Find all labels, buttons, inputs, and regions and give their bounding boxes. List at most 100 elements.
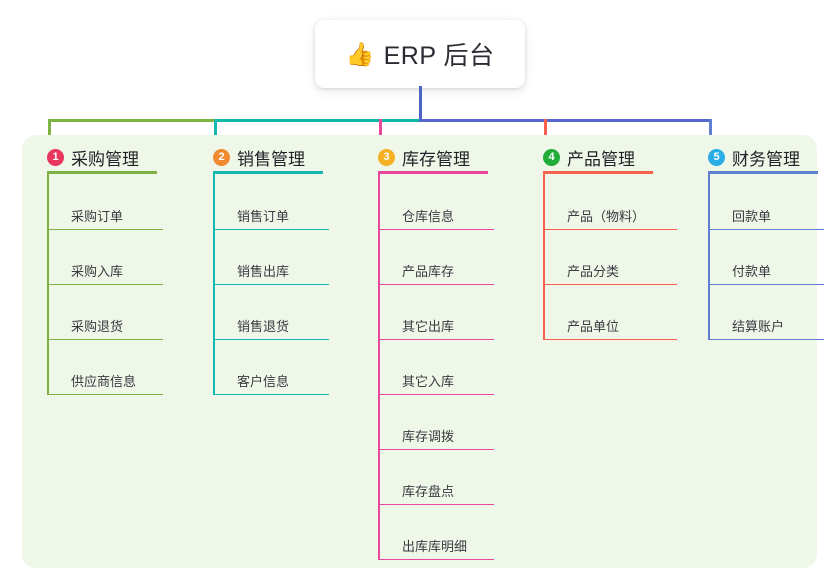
branch-header-2[interactable]: 2 销售管理 [213, 145, 305, 170]
leaf-rule [378, 503, 494, 505]
leaf-rule [378, 558, 494, 560]
connector-drop-5 [709, 119, 712, 146]
branch-header-1[interactable]: 1 采购管理 [47, 145, 139, 170]
leaf-label: 采购订单 [71, 209, 124, 224]
leaf-node[interactable]: 销售退货 [213, 314, 329, 340]
branch-badge-1: 1 [47, 149, 64, 166]
branch-badge-3: 3 [378, 149, 395, 166]
leaf-rule [47, 393, 163, 395]
leaf-label: 销售订单 [237, 209, 290, 224]
leaf-rule [47, 338, 163, 340]
leaf-label: 产品库存 [402, 264, 455, 279]
leaf-node[interactable]: 产品（物料） [543, 204, 677, 230]
leaf-node[interactable]: 付款单 [708, 259, 824, 285]
leaf-node[interactable]: 销售订单 [213, 204, 329, 230]
leaf-rule [708, 338, 824, 340]
leaf-rule [213, 393, 329, 395]
branch-spine-3 [378, 174, 380, 560]
leaf-label: 产品单位 [567, 319, 620, 334]
branch-spine-5 [708, 174, 710, 340]
leaf-node[interactable]: 采购订单 [47, 204, 163, 230]
leaf-label: 仓库信息 [402, 209, 455, 224]
leaf-label: 产品分类 [567, 264, 620, 279]
leaf-rule [378, 338, 494, 340]
leaf-rule [213, 283, 329, 285]
leaf-node[interactable]: 产品单位 [543, 314, 677, 340]
leaf-label: 结算账户 [732, 319, 785, 334]
leaf-rule [47, 228, 163, 230]
leaf-label: 出库库明细 [402, 539, 468, 554]
leaf-label: 客户信息 [237, 374, 290, 389]
leaf-rule [543, 283, 677, 285]
leaf-rule [378, 448, 494, 450]
leaf-label: 付款单 [732, 264, 772, 279]
leaf-label: 采购退货 [71, 319, 124, 334]
leaf-rule [708, 283, 824, 285]
leaf-node[interactable]: 销售出库 [213, 259, 329, 285]
root-node[interactable]: 👍 ERP 后台 [315, 20, 525, 88]
leaf-node[interactable]: 其它入库 [378, 369, 494, 395]
leaf-node[interactable]: 采购退货 [47, 314, 163, 340]
leaf-label: 其它入库 [402, 374, 455, 389]
leaf-label: 销售退货 [237, 319, 290, 334]
leaf-rule [378, 393, 494, 395]
leaf-node[interactable]: 回款单 [708, 204, 824, 230]
branch-title-5: 财务管理 [732, 150, 800, 169]
branch-header-rule-2 [213, 171, 323, 174]
leaf-node[interactable]: 供应商信息 [47, 369, 163, 395]
branch-title-1: 采购管理 [71, 150, 139, 169]
branch-title-4: 产品管理 [567, 150, 635, 169]
branch-header-rule-5 [708, 171, 818, 174]
leaf-label: 其它出库 [402, 319, 455, 334]
branch-header-5[interactable]: 5 财务管理 [708, 145, 800, 170]
branches-panel: 1 采购管理采购订单采购入库采购退货供应商信息 2 销售管理销售订单销售出库销售退货客… [22, 135, 824, 568]
leaf-rule [543, 228, 677, 230]
leaf-rule [378, 283, 494, 285]
branch-header-rule-1 [47, 171, 157, 174]
branch-header-3[interactable]: 3 库存管理 [378, 145, 470, 170]
leaf-label: 产品（物料） [567, 209, 646, 224]
leaf-label: 库存盘点 [402, 484, 455, 499]
leaf-node[interactable]: 库存调拨 [378, 424, 494, 450]
leaf-node[interactable]: 库存盘点 [378, 479, 494, 505]
leaf-label: 供应商信息 [71, 374, 137, 389]
root-title: 👍 ERP 后台 [345, 36, 494, 72]
connector-drop-4 [544, 119, 547, 146]
branch-header-rule-4 [543, 171, 653, 174]
leaf-node[interactable]: 仓库信息 [378, 204, 494, 230]
branch-badge-5: 5 [708, 149, 725, 166]
leaf-node[interactable]: 采购入库 [47, 259, 163, 285]
leaf-node[interactable]: 产品分类 [543, 259, 677, 285]
leaf-label: 销售出库 [237, 264, 290, 279]
branch-header-rule-3 [378, 171, 488, 174]
branch-badge-2: 2 [213, 149, 230, 166]
thumbs-up-icon: 👍 [345, 40, 375, 67]
leaf-rule [543, 338, 677, 340]
leaf-rule [213, 228, 329, 230]
leaf-node[interactable]: 出库库明细 [378, 534, 494, 560]
branch-spine-4 [543, 174, 545, 340]
root-trunk-line [419, 86, 422, 122]
leaf-rule [213, 338, 329, 340]
leaf-label: 库存调拨 [402, 429, 455, 444]
leaf-rule [708, 228, 824, 230]
leaf-node[interactable]: 其它出库 [378, 314, 494, 340]
connector-bar-segment-3 [419, 119, 711, 122]
leaf-node[interactable]: 结算账户 [708, 314, 824, 340]
branch-title-2: 销售管理 [237, 150, 305, 169]
root-title-text: ERP 后台 [383, 42, 495, 70]
leaf-rule [47, 283, 163, 285]
leaf-node[interactable]: 产品库存 [378, 259, 494, 285]
leaf-label: 采购入库 [71, 264, 124, 279]
connector-drop-1 [48, 119, 51, 146]
connector-drop-3 [379, 119, 382, 146]
connector-bar-segment-1 [48, 119, 214, 122]
connector-drop-2 [214, 119, 217, 146]
leaf-rule [378, 228, 494, 230]
connector-bar-segment-2 [214, 119, 420, 122]
branch-title-3: 库存管理 [402, 150, 470, 169]
leaf-node[interactable]: 客户信息 [213, 369, 329, 395]
leaf-label: 回款单 [732, 209, 772, 224]
